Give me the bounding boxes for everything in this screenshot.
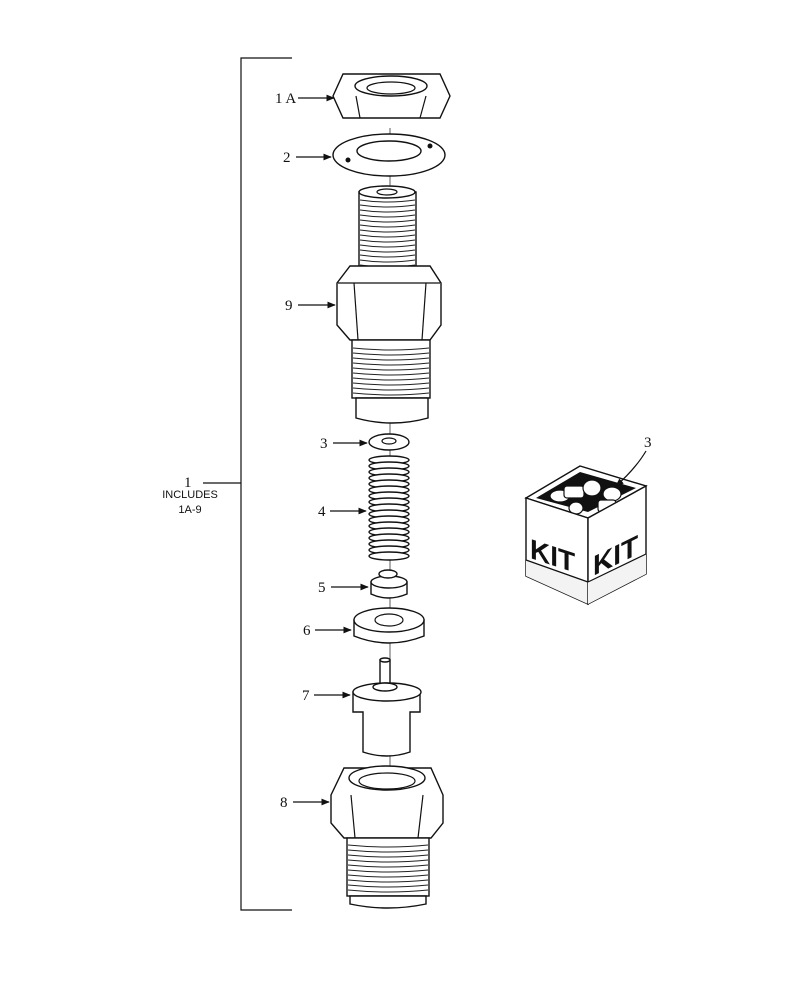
part-7-nozzle [352, 657, 422, 757]
part-9-injector-body [336, 185, 442, 424]
part-5-spring-seat [370, 569, 408, 599]
callout-6: 6 [303, 623, 311, 639]
part-3-washer [368, 433, 410, 451]
callout-1: 1 [184, 475, 192, 491]
callout-8: 8 [280, 795, 288, 811]
callout-4: 4 [318, 504, 326, 520]
leader-kit-3 [615, 450, 647, 487]
assembly-bracket [203, 57, 292, 911]
includes-range: 1A-9 [178, 504, 201, 516]
part-4-spring [368, 455, 410, 561]
part-1a-nut [332, 73, 451, 119]
callout-5: 5 [318, 580, 326, 596]
callout-7: 7 [302, 688, 310, 704]
callout-kit-3: 3 [644, 435, 652, 451]
includes-label: INCLUDES [162, 489, 218, 501]
part-2-gasket [332, 133, 446, 177]
part-6-spacer [353, 607, 425, 644]
callout-1a: 1 A [275, 91, 296, 107]
part-8-nozzle-nut [330, 765, 444, 909]
callout-2: 2 [283, 150, 291, 166]
callout-9: 9 [285, 298, 293, 314]
kit-box-illustration: KIT KIT [524, 465, 648, 606]
callout-3: 3 [320, 436, 328, 452]
